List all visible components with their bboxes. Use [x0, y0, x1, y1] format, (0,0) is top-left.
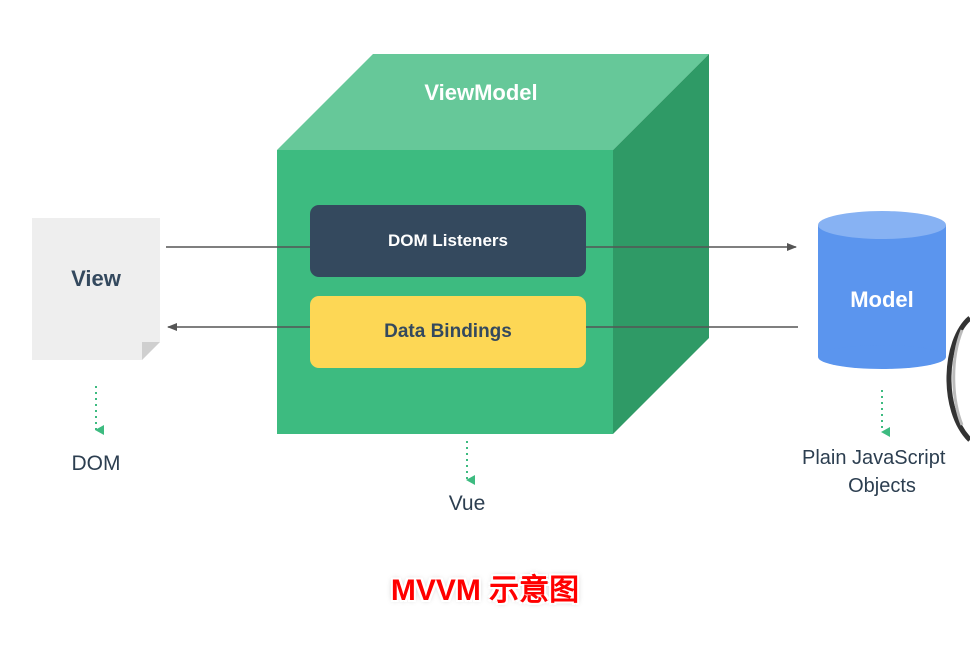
decorative-arc: [946, 316, 970, 442]
data-bindings-box: [310, 296, 586, 368]
cube-front-face: [277, 150, 613, 434]
cube-side-face: [613, 54, 709, 434]
model-label: Model: [850, 287, 914, 312]
model-caption-line2: Objects: [848, 475, 916, 497]
view-document-shape: [32, 218, 160, 360]
model-caption-line1: Plain JavaScript: [802, 447, 946, 469]
viewmodel-cube: [277, 54, 709, 434]
dom-listeners-label: DOM Listeners: [388, 231, 508, 250]
view-label: View: [71, 266, 121, 291]
data-bindings-label: Data Bindings: [384, 321, 512, 342]
vue-caption: Vue: [448, 492, 486, 515]
diagram-title: MVVM 示意图: [390, 574, 580, 607]
cube-top-face: [277, 54, 709, 150]
model-cylinder: [818, 211, 946, 369]
dom-caption: DOM: [71, 452, 121, 475]
dom-listeners-box: [310, 205, 586, 277]
viewmodel-label: ViewModel: [424, 80, 538, 105]
